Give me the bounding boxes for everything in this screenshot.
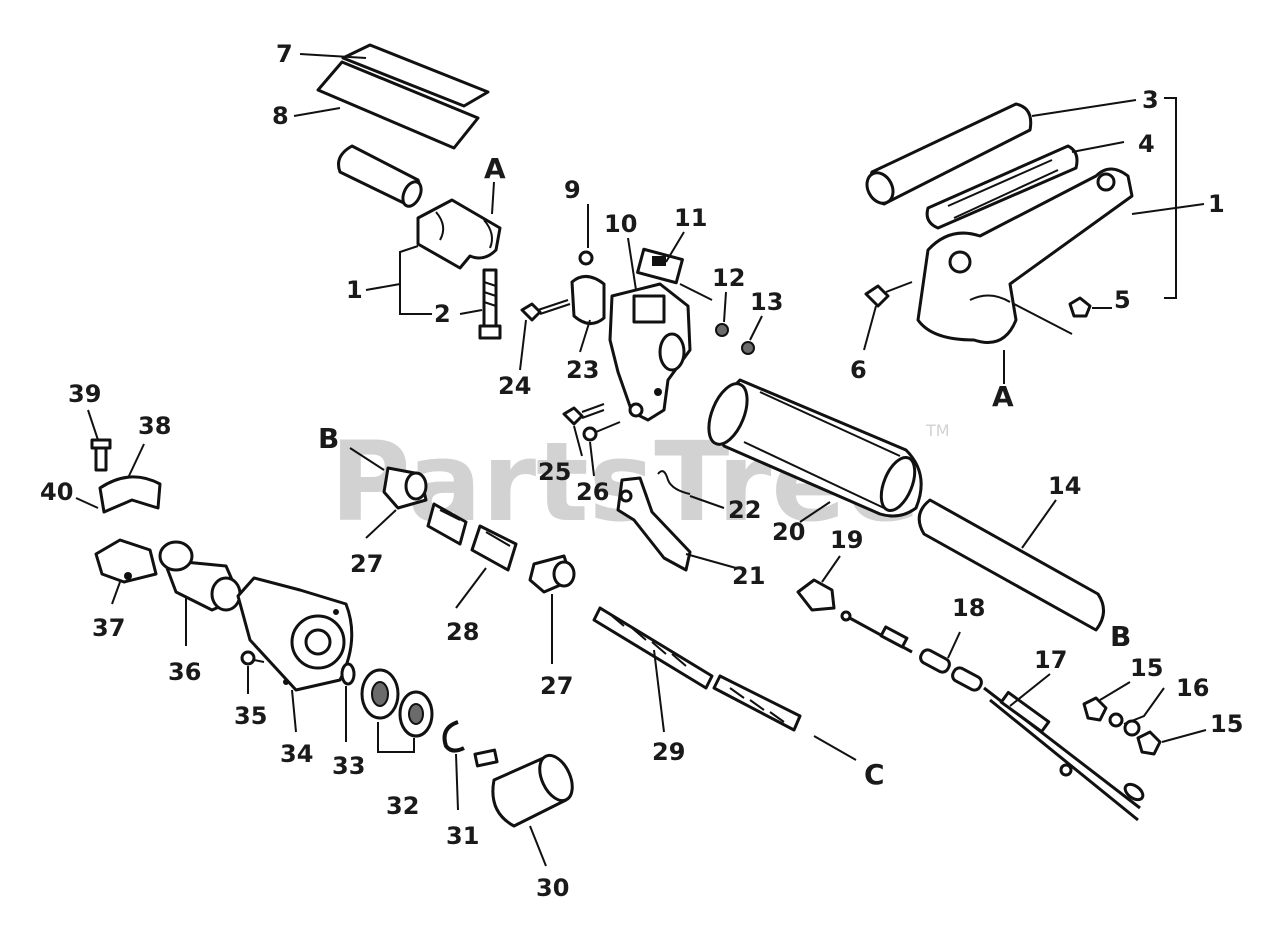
ref-b-left: B (318, 422, 339, 455)
label-18: 18 (952, 594, 985, 622)
label-6: 6 (850, 356, 867, 384)
part-24-screw (520, 299, 571, 322)
ref-a-right: A (992, 380, 1014, 413)
part-31-snap-ring (442, 720, 465, 753)
label-40: 40 (40, 478, 73, 506)
part-1-clamp-upper (416, 198, 502, 270)
label-15-bottom: 15 (1210, 710, 1243, 738)
part-33-ring (340, 662, 356, 686)
label-34: 34 (280, 740, 313, 768)
label-17: 17 (1034, 646, 1067, 674)
part-25-screw (562, 403, 605, 426)
part-26-screw (582, 421, 621, 442)
label-5: 5 (1114, 286, 1131, 314)
label-19: 19 (830, 526, 863, 554)
label-3: 3 (1142, 86, 1159, 114)
part-35-screw (240, 650, 265, 666)
label-1-left: 1 (346, 276, 363, 304)
part-10-switch-housing (608, 282, 692, 422)
part-15-nut-b (1136, 730, 1162, 756)
label-39: 39 (68, 380, 101, 408)
part-20-grip (707, 378, 923, 518)
part-18-terminal (919, 648, 983, 692)
label-37: 37 (92, 614, 125, 642)
part-27-coupling-a (382, 466, 428, 510)
label-13: 13 (750, 288, 783, 316)
part-34-gear-case (236, 576, 354, 692)
ref-a-left: A (484, 152, 506, 185)
part-32-bearing-b (398, 690, 434, 738)
part-14-tube (917, 498, 1105, 632)
part-23-clip (570, 275, 606, 325)
label-14: 14 (1048, 472, 1081, 500)
part-9-nut (578, 250, 594, 266)
part-21-trigger (616, 476, 692, 572)
label-9: 9 (564, 176, 581, 204)
label-10: 10 (604, 210, 637, 238)
part-38-clamp (98, 475, 162, 514)
label-27-left: 27 (350, 550, 383, 578)
part-37-clamp (94, 538, 158, 584)
part-17-wire-harness (983, 686, 1145, 822)
part-39-screw (90, 438, 112, 472)
part-3-grip (865, 102, 1033, 206)
ref-b-right: B (1110, 620, 1131, 653)
part-28-splined-sleeve (426, 502, 518, 572)
part-15-nut-a (1082, 696, 1108, 722)
label-32: 32 (386, 792, 419, 820)
label-20: 20 (772, 518, 805, 546)
leader-lines (75, 53, 1207, 867)
label-24: 24 (498, 372, 531, 400)
part-sleeve (337, 144, 423, 208)
label-22: 22 (728, 496, 761, 524)
part-32-bearing-a (360, 668, 400, 720)
label-29: 29 (652, 738, 685, 766)
label-25: 25 (538, 458, 571, 486)
label-12: 12 (712, 264, 745, 292)
part-27-coupling-b (528, 554, 576, 594)
label-26: 26 (576, 478, 609, 506)
part-19-connector (796, 578, 836, 612)
label-36: 36 (168, 658, 201, 686)
label-33: 33 (332, 752, 365, 780)
label-28: 28 (446, 618, 479, 646)
part-6-screw (864, 281, 913, 308)
label-21: 21 (732, 562, 765, 590)
label-23: 23 (566, 356, 599, 384)
label-35: 35 (234, 702, 267, 730)
label-16: 16 (1176, 674, 1209, 702)
label-4: 4 (1138, 130, 1155, 158)
label-15-top: 15 (1130, 654, 1163, 682)
part-16-washers (1108, 712, 1141, 737)
part-11-switch (636, 247, 713, 301)
part-4-grip (925, 144, 1079, 230)
label-1-right: 1 (1208, 190, 1225, 218)
part-wire-lead (840, 610, 913, 654)
label-27-right: 27 (540, 672, 573, 700)
watermark-tm: TM (925, 421, 950, 440)
part-12-nut (715, 323, 729, 337)
label-7: 7 (276, 40, 293, 68)
part-5-nut (1068, 296, 1092, 318)
label-38: 38 (138, 412, 171, 440)
label-31: 31 (446, 822, 479, 850)
part-8-decal (316, 60, 480, 150)
part-22-spring (657, 470, 691, 495)
ref-c: C (864, 758, 885, 791)
part-13-nut (741, 341, 755, 355)
label-8: 8 (272, 102, 289, 130)
label-11: 11 (674, 204, 707, 232)
part-7-decal (341, 43, 490, 108)
label-2: 2 (434, 300, 451, 328)
label-30: 30 (536, 874, 569, 902)
part-1-handle (916, 167, 1134, 344)
part-30-cup (473, 748, 574, 828)
part-2-bolt (478, 268, 502, 340)
part-36-collar (158, 540, 242, 612)
part-29-drive-shaft (592, 606, 802, 732)
